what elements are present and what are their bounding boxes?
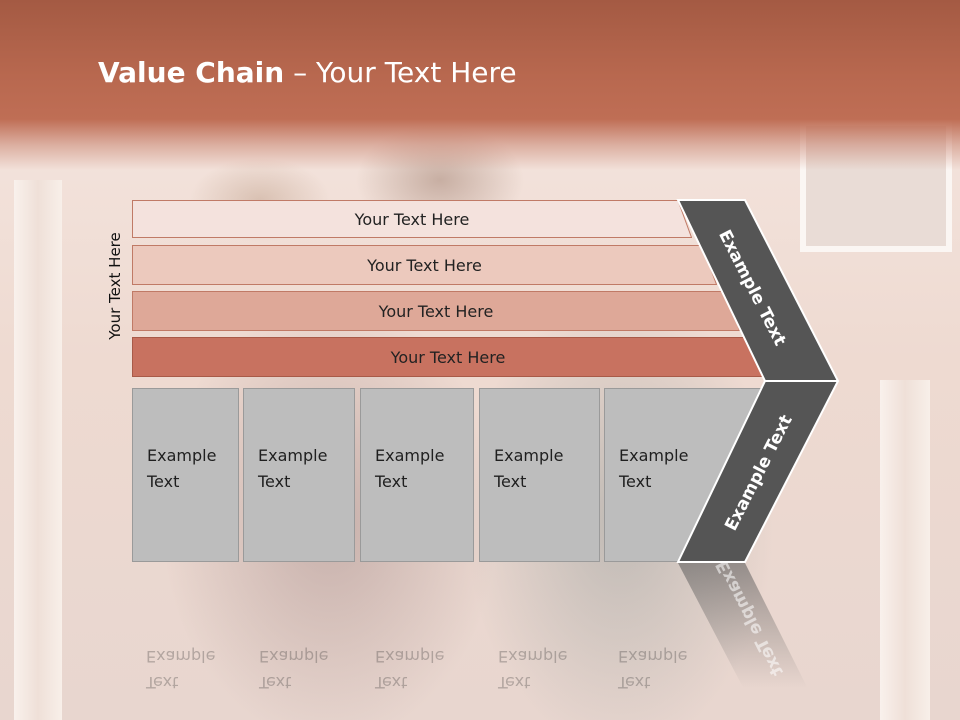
support-bar-1: Your Text Here bbox=[132, 200, 692, 238]
porch-pillar-right bbox=[880, 380, 930, 720]
bar-label: Your Text Here bbox=[354, 209, 470, 229]
support-bar-4: Your Text Here bbox=[132, 337, 764, 377]
bar-shape bbox=[132, 291, 740, 331]
support-bar-3: Your Text Here bbox=[132, 291, 740, 331]
box-line2: Text bbox=[619, 472, 652, 491]
bar-label: Your Text Here bbox=[367, 255, 482, 275]
box-line2: Text bbox=[494, 472, 527, 491]
bar-label: Your Text Here bbox=[378, 301, 494, 321]
box-line1: Example bbox=[258, 446, 328, 465]
header-banner bbox=[0, 0, 960, 170]
box-line1: Example bbox=[494, 446, 564, 465]
primary-box-3: Example Text bbox=[360, 388, 474, 562]
support-bar-2: Your Text Here bbox=[132, 245, 717, 285]
bar-label: Your Text Here bbox=[390, 347, 506, 367]
bar-shape bbox=[132, 200, 692, 238]
primary-box-5: Example Text bbox=[604, 388, 763, 562]
slide-title: Value Chain – Your Text Here bbox=[98, 56, 517, 89]
porch-pillar-left bbox=[14, 180, 62, 720]
primary-box-1: Example Text bbox=[132, 388, 239, 562]
box-line1: Example bbox=[375, 446, 445, 465]
box-line1: Example bbox=[619, 446, 689, 465]
title-rest: – Your Text Here bbox=[284, 56, 517, 89]
primary-box-2: Example Text bbox=[243, 388, 355, 562]
primary-box-4: Example Text bbox=[479, 388, 600, 562]
box-line2: Text bbox=[147, 472, 180, 491]
box-line2: Text bbox=[375, 472, 408, 491]
reflection-chevron bbox=[678, 563, 820, 720]
bar-shape bbox=[132, 245, 717, 285]
title-bold: Value Chain bbox=[98, 56, 285, 89]
box-line1: Example bbox=[147, 446, 217, 465]
box-line2: Text bbox=[258, 472, 291, 491]
